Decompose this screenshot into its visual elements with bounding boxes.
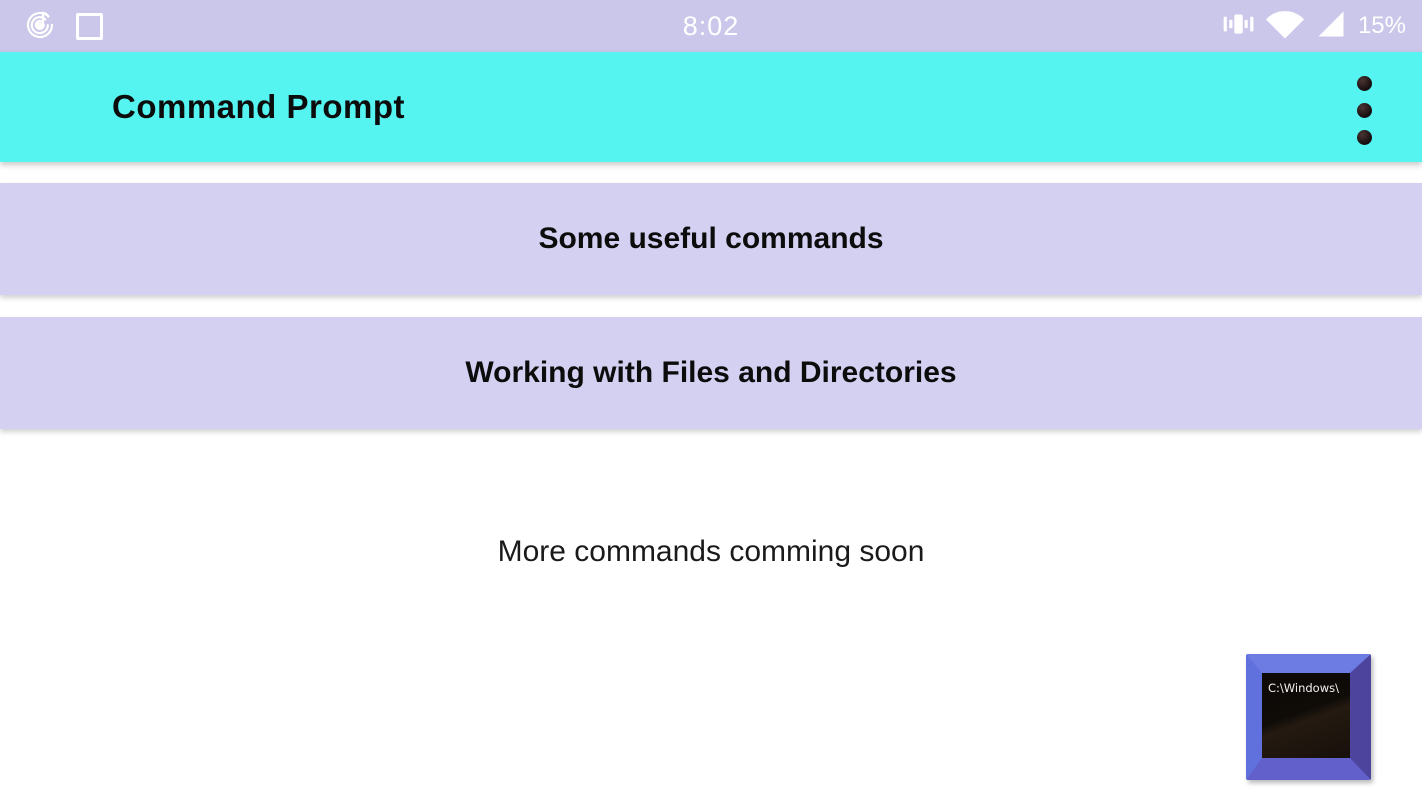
overflow-dot — [1356, 102, 1372, 118]
section-working-with-files[interactable]: Working with Files and Directories — [0, 317, 1422, 429]
section-label: Some useful commands — [538, 222, 884, 255]
overflow-dot — [1356, 75, 1372, 91]
overflow-dot — [1356, 129, 1372, 145]
overflow-menu-icon[interactable] — [1344, 72, 1384, 148]
section-label: Working with Files and Directories — [465, 356, 957, 389]
section-some-useful-commands[interactable]: Some useful commands — [0, 183, 1422, 295]
vibrate-icon — [1221, 9, 1255, 44]
app-bar: Command Prompt — [0, 52, 1422, 162]
cellular-signal-icon — [1315, 9, 1347, 44]
command-prompt-image: C:\Windows\ — [1246, 654, 1371, 780]
status-bar-left-icons — [22, 0, 103, 52]
terminal-prompt-text: C:\Windows\ — [1268, 681, 1339, 695]
wifi-icon — [1264, 8, 1306, 45]
status-bar-right-icons: 15% — [1221, 0, 1406, 52]
status-bar: 8:02 15% — [0, 0, 1422, 52]
coming-soon-note: More commands comming soon — [497, 535, 925, 568]
status-time: 8:02 — [682, 11, 740, 41]
screenshot-square-icon — [76, 12, 103, 40]
page-title: Command Prompt — [112, 88, 406, 125]
music-player-notification-icon — [22, 6, 58, 47]
terminal-frame: C:\Windows\ — [1246, 654, 1371, 780]
battery-percent: 15% — [1357, 12, 1406, 39]
